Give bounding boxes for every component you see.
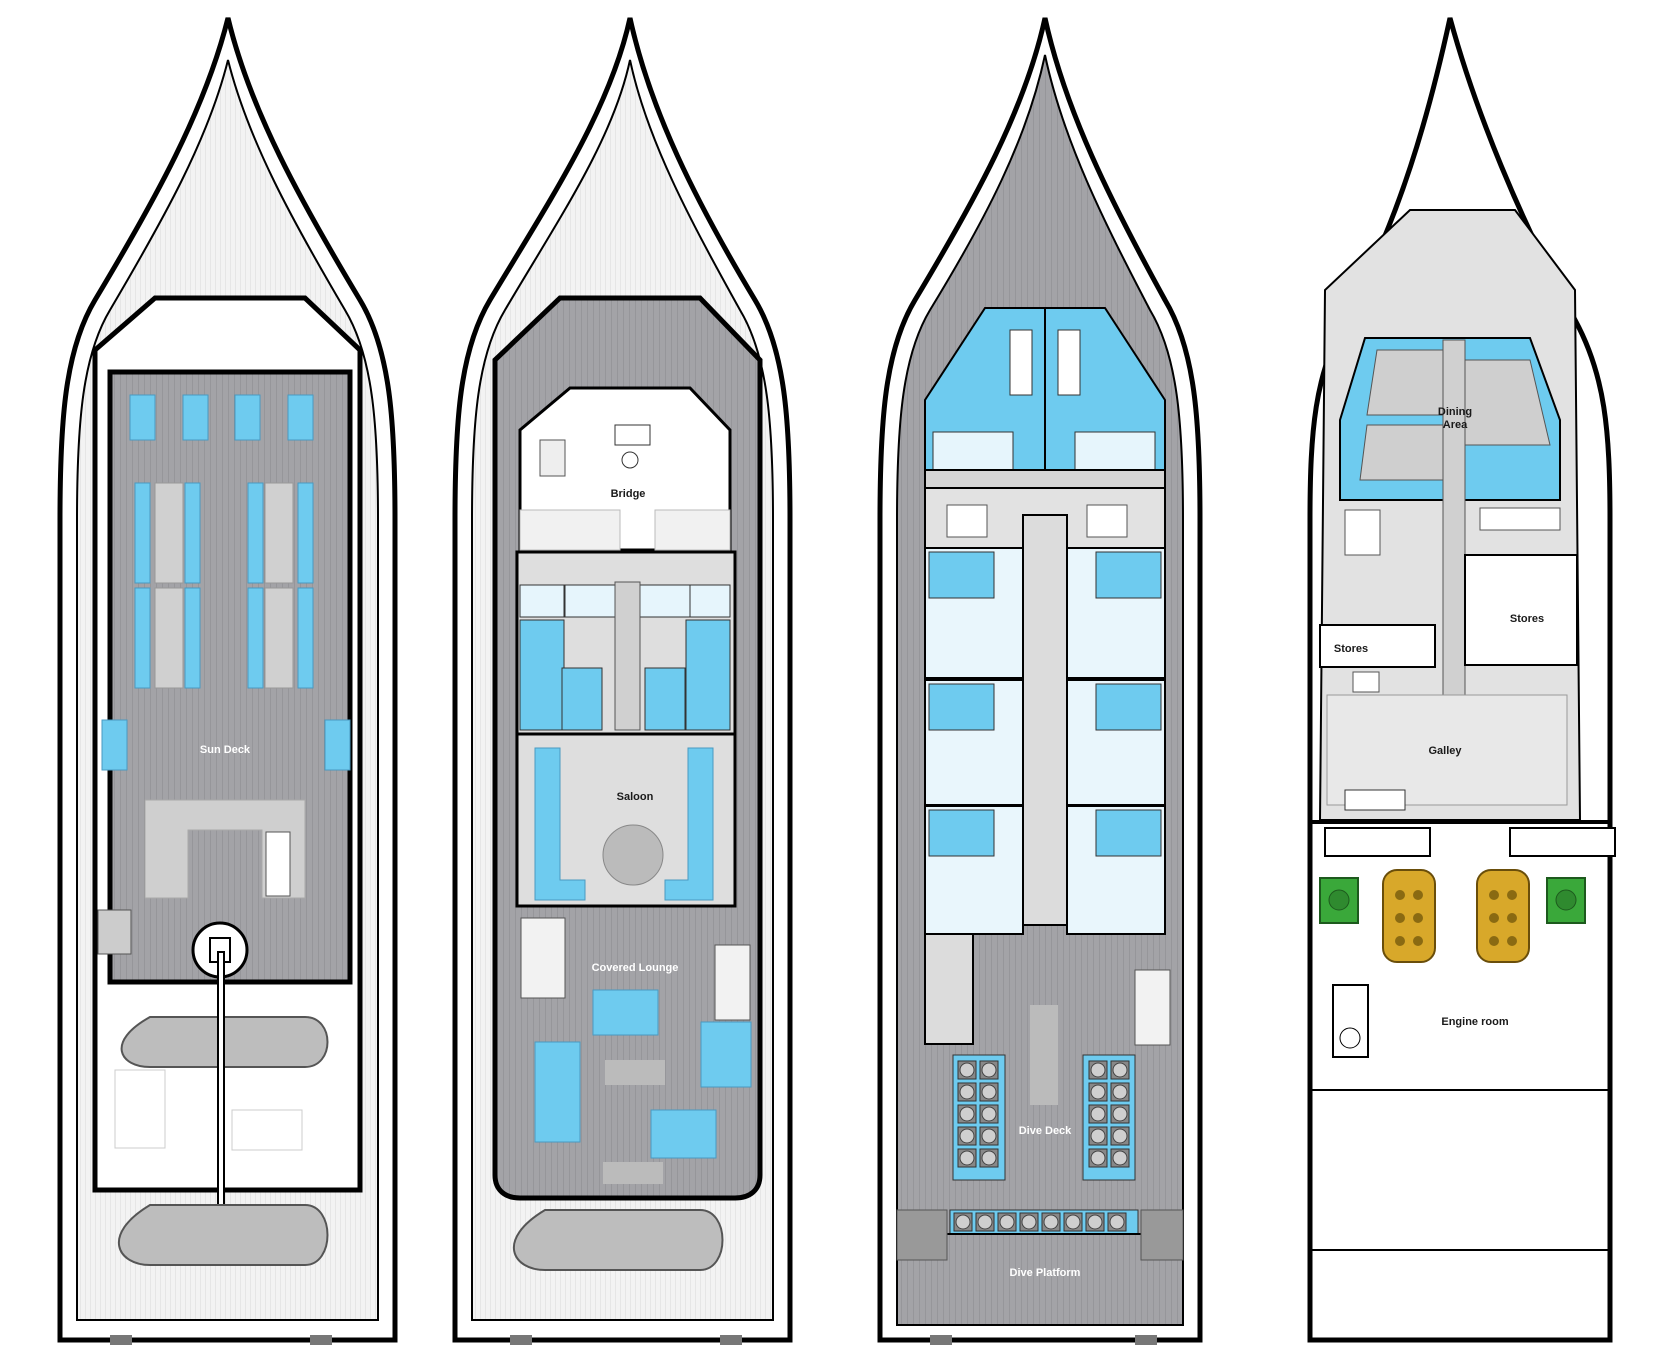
lounge-sofas: [534, 989, 752, 1159]
main-deck-plan: Dive Deck Dive Platform: [877, 17, 1203, 1345]
generators: [1319, 877, 1586, 924]
sun-deck-bar: [144, 799, 306, 899]
upper-deck-tender: [513, 1209, 724, 1271]
label-dive-platform: Dive Platform: [1010, 1267, 1081, 1279]
label-stores-left: Stores: [1334, 643, 1368, 655]
label-stores-right: Stores: [1510, 613, 1544, 625]
label-dining-area-1: Dining: [1438, 406, 1472, 418]
stores-right: [1464, 554, 1578, 666]
label-covered-lounge: Covered Lounge: [592, 962, 679, 974]
label-dining-area-2: Area: [1443, 419, 1468, 431]
upper-deck-plan: Bridge Saloon Covered Lounge: [452, 17, 793, 1345]
stores-left: [1319, 624, 1436, 668]
label-engine-room: Engine room: [1441, 1016, 1508, 1028]
main-engines: [1382, 869, 1530, 963]
label-bridge: Bridge: [611, 488, 646, 500]
lower-deck-plan: Dining Area Stores Stores Galley: [1307, 17, 1616, 1343]
galley: [1326, 694, 1568, 806]
label-sun-deck: Sun Deck: [200, 744, 251, 756]
sun-loungers: [101, 394, 351, 771]
label-galley: Galley: [1428, 745, 1462, 757]
sun-deck-tender-2: [118, 1204, 329, 1266]
dive-tanks: [949, 1054, 1139, 1235]
label-dive-deck: Dive Deck: [1019, 1125, 1072, 1137]
label-saloon: Saloon: [617, 791, 654, 803]
sun-deck-plan: Sun Deck: [57, 17, 398, 1345]
saloon-table: [602, 824, 664, 886]
